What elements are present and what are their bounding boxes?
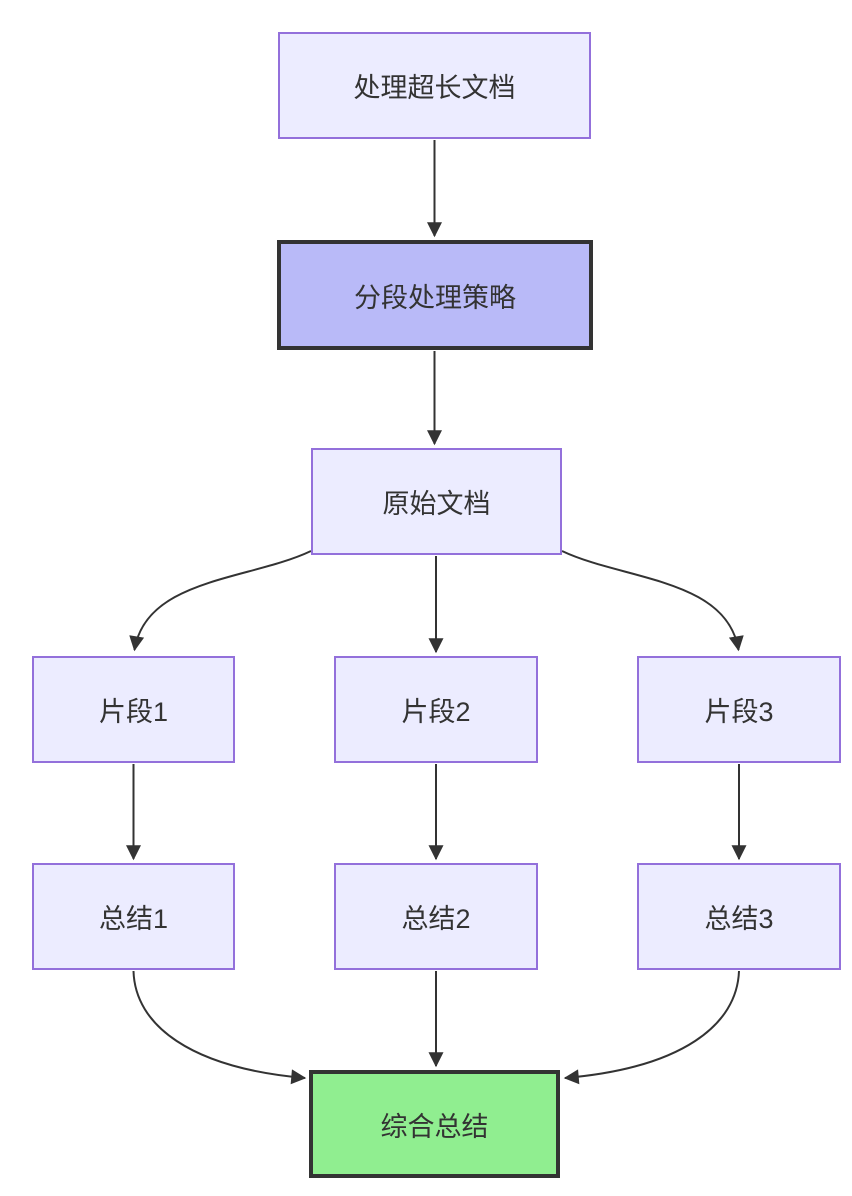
node-summary-2: 总结2: [334, 863, 538, 970]
node-summary-3: 总结3: [637, 863, 841, 970]
node-process-long-document: 处理超长文档: [278, 32, 591, 139]
node-combined-summary: 综合总结: [309, 1070, 560, 1178]
node-fragment-3: 片段3: [637, 656, 841, 763]
node-original-document: 原始文档: [311, 448, 562, 555]
node-fragment-1: 片段1: [32, 656, 235, 763]
edge-summary1-to-final: [132, 970, 307, 1085]
edge-original-to-fragment3: [561, 550, 744, 652]
edge-original-to-fragment1: [129, 550, 312, 652]
edge-summary3-to-final: [563, 970, 740, 1085]
node-fragment-2: 片段2: [334, 656, 538, 763]
node-summary-1: 总结1: [32, 863, 235, 970]
node-segmentation-strategy: 分段处理策略: [277, 240, 593, 350]
